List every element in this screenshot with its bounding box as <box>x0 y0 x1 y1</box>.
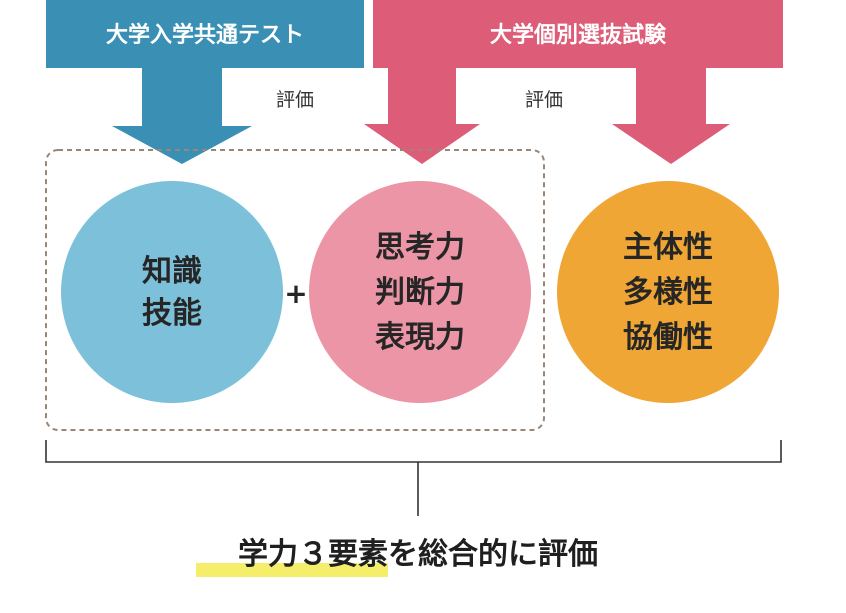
bracket-line <box>45 440 782 516</box>
individual-exam-arrow-left <box>364 66 480 164</box>
individual-exam-label: 大学個別選抜試験 <box>490 22 667 48</box>
summary-text: 学力３要素を総合的に評価 <box>238 537 598 572</box>
independence-circle-line-2: 多様性 <box>623 275 713 310</box>
evaluation-label-right: 評価 <box>525 89 563 111</box>
individual-exam-banner <box>373 0 783 68</box>
thinking-circle-line-1: 思考力 <box>375 230 465 265</box>
bracket <box>45 440 782 516</box>
dashed-group-box <box>45 149 545 431</box>
thinking-circle-line-2: 判断力 <box>375 275 465 310</box>
individual-exam-header: 大学個別選抜試験 <box>364 0 783 164</box>
thinking-judgment-expression-circle <box>309 181 531 403</box>
common-test-label: 大学入学共通テスト <box>106 22 304 48</box>
common-test-header: 大学入学共通テスト <box>46 0 364 164</box>
knowledge-circle-line-2: 技能 <box>142 296 202 331</box>
knowledge-circle-line-1: 知識 <box>142 254 202 289</box>
common-test-banner <box>46 0 364 68</box>
individual-exam-arrow-right <box>612 66 730 164</box>
knowledge-skills-circle <box>61 181 283 403</box>
independence-diversity-collaboration-circle <box>557 181 779 403</box>
thinking-circle-line-3: 表現力 <box>375 320 465 355</box>
independence-circle-line-3: 協働性 <box>623 320 713 355</box>
plus-sign: + <box>284 277 307 310</box>
summary-highlight <box>196 563 388 577</box>
common-test-arrow <box>112 66 252 164</box>
evaluation-label-left: 評価 <box>276 89 314 111</box>
independence-circle-line-1: 主体性 <box>623 230 713 265</box>
